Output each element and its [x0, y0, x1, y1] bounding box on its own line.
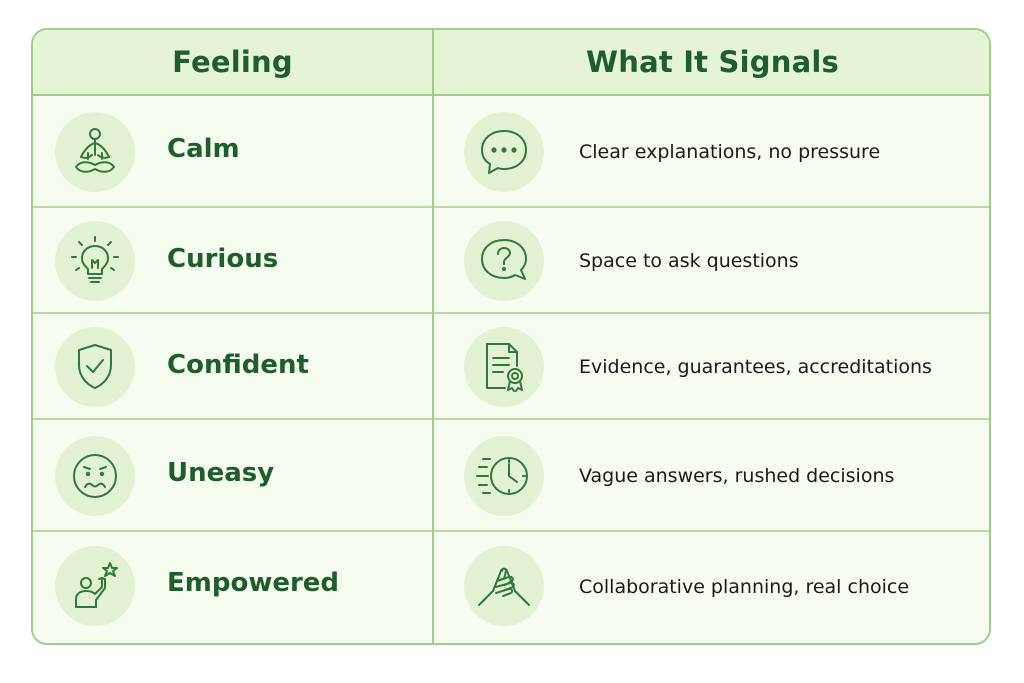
worried-face-icon: [55, 436, 135, 516]
table-row: Uneasy Vague answers, rushed decisions: [33, 420, 989, 532]
speech-bubble-icon: [464, 112, 544, 192]
signal-label: Evidence, guarantees, accreditations: [579, 356, 932, 378]
feeling-label: Uneasy: [167, 458, 275, 488]
feeling-label: Calm: [167, 134, 240, 164]
column-divider: [432, 30, 434, 643]
question-bubble-icon: [464, 221, 544, 301]
fast-clock-icon: [464, 436, 544, 516]
header-signal: What It Signals: [586, 45, 839, 79]
table-row: Curious Space to ask questions: [33, 208, 989, 314]
table-row: Calm Clear explanations, no pressure: [33, 96, 989, 208]
raised-hand-star-icon: [55, 546, 135, 626]
feelings-table: Feeling What It Signals Calm: [31, 28, 991, 645]
meditation-icon: [55, 112, 135, 192]
table-header: Feeling What It Signals: [33, 30, 989, 96]
feeling-label: Empowered: [167, 568, 340, 598]
shield-check-icon: [55, 327, 135, 407]
lightbulb-icon: [55, 221, 135, 301]
signal-label: Vague answers, rushed decisions: [579, 465, 895, 487]
table-row: Empowered Collaborative planning, real c…: [33, 532, 989, 643]
header-feeling: Feeling: [172, 45, 293, 79]
table-row: Confident Evidence, guarantees, accredit…: [33, 314, 989, 420]
handshake-icon: [464, 546, 544, 626]
signal-label: Collaborative planning, real choice: [579, 576, 910, 598]
certificate-icon: [464, 327, 544, 407]
feeling-label: Confident: [167, 350, 309, 380]
signal-label: Clear explanations, no pressure: [579, 141, 881, 163]
signal-label: Space to ask questions: [579, 250, 799, 272]
feeling-label: Curious: [167, 244, 279, 274]
